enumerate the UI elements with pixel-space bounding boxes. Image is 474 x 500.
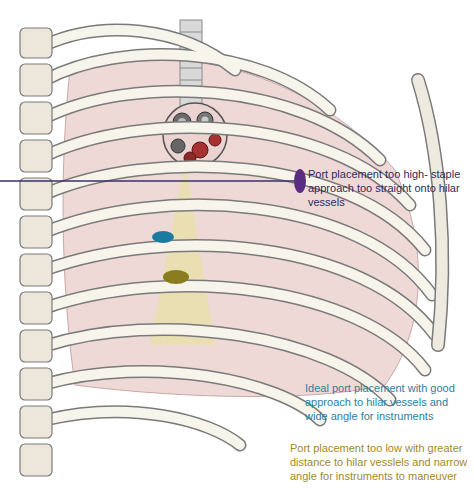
low-port-marker: [163, 270, 189, 284]
sternum: [418, 80, 442, 345]
sternum-outline: [418, 80, 442, 345]
ideal-port-marker: [152, 231, 174, 243]
callout-label: Ideal port placement with good approach …: [305, 382, 468, 423]
callout-label: Port placement too low with greater dist…: [290, 442, 468, 483]
lung: [63, 57, 418, 396]
spine: [20, 28, 52, 476]
callout-label: Port placement too high- staple approach…: [308, 168, 468, 209]
hilum: [163, 103, 227, 167]
leader-line: [0, 180, 300, 182]
high-port-marker: [294, 169, 306, 193]
